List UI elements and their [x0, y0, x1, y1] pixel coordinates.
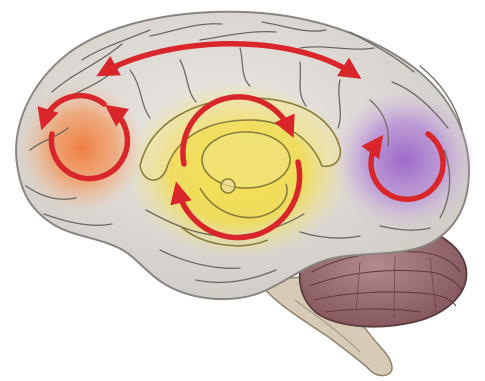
- occipital-region-glow: [332, 90, 476, 230]
